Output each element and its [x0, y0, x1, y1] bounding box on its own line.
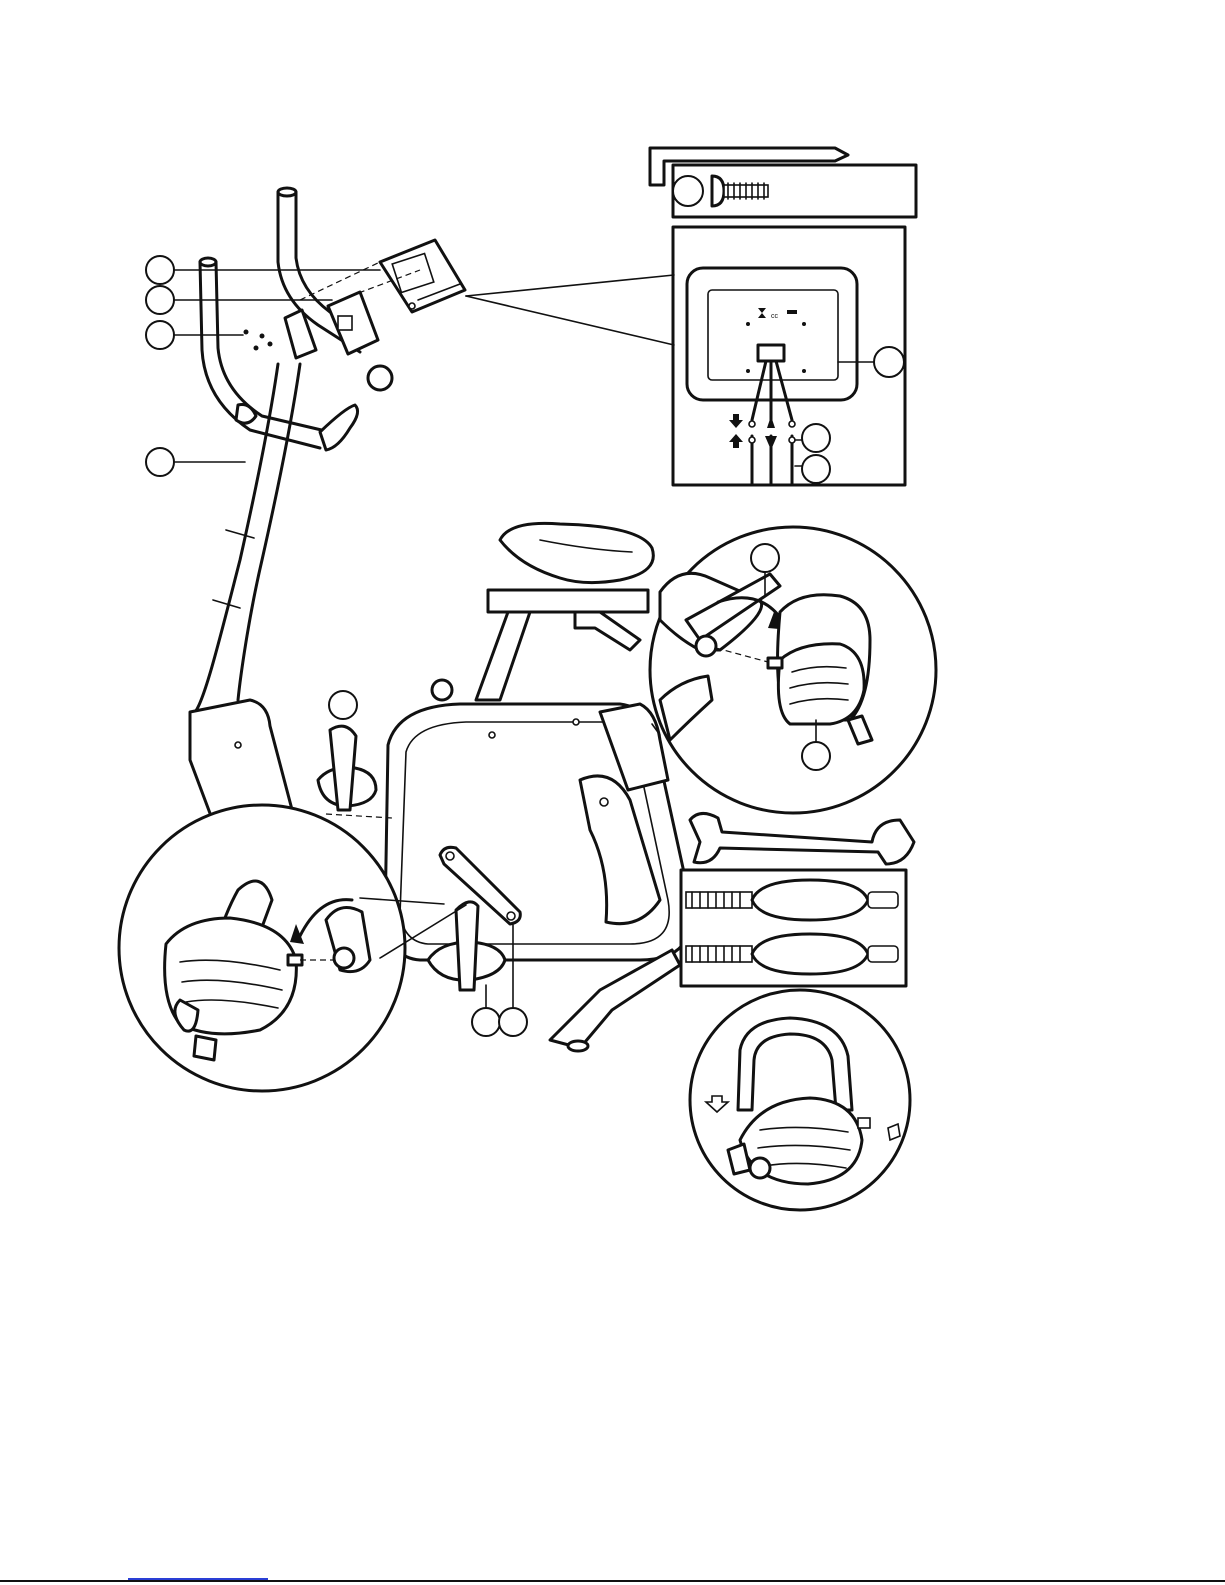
callout-wire-lower [802, 455, 830, 483]
footer-rule [0, 1580, 1225, 1582]
callout-zoom-right-bottom [802, 742, 830, 770]
zoom-pedal-strap [690, 990, 910, 1210]
callout-wire-upper [802, 424, 830, 452]
svg-text:cc: cc [771, 313, 779, 320]
bolt-box [673, 165, 916, 217]
callout-screws [146, 321, 174, 349]
callout-zoom-right-top [751, 544, 779, 572]
callout-bolt [673, 176, 703, 206]
wrench [690, 813, 914, 864]
screws [244, 330, 273, 351]
pedal-straps [681, 870, 906, 986]
console [380, 240, 465, 312]
callout-pedal-left [329, 691, 357, 719]
zoom-pedal-install-right [650, 527, 936, 813]
callout-crank-right [499, 1008, 527, 1036]
bolt-threads [728, 183, 764, 199]
callout-post [146, 448, 174, 476]
callout-pedal-right [472, 1008, 500, 1036]
pedal-left [318, 726, 392, 818]
callout-console-connector [874, 347, 904, 377]
footer-link-underline[interactable] [128, 1578, 268, 1580]
callout-console [146, 256, 174, 284]
console-detail-box: cc [673, 227, 905, 485]
seat-post [476, 612, 530, 700]
callout-bracket [146, 286, 174, 314]
callouts-left [146, 256, 380, 476]
